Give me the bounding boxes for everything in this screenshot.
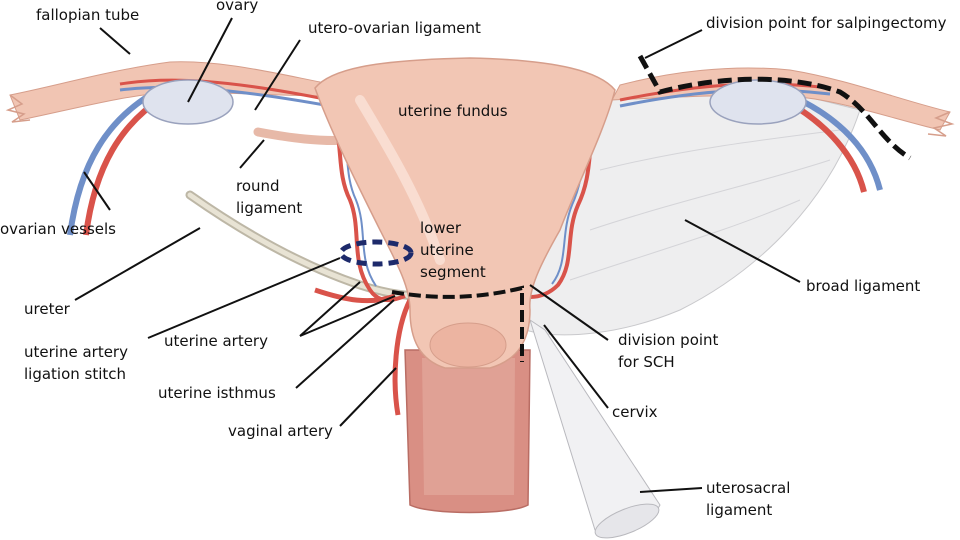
label-round-ligament-line1: round [236,177,280,195]
label-ligation-stitch-line1: uterine artery [24,343,128,361]
label-utero-ovarian-ligament: utero-ovarian ligament [308,19,481,37]
left-ovarian-vein [67,92,152,236]
label-lower-uterine-segment-line1: lower [420,219,462,237]
salpingectomy-division-line [637,54,912,161]
leader-cervix [543,324,609,409]
leader-uterine-artery-b [299,295,396,337]
leader-ovary [187,17,233,103]
leader-salpingectomy [644,29,703,59]
label-cervix: cervix [612,403,658,421]
right-ovary-shape [709,79,807,125]
left-fimbriae [5,94,31,123]
label-lower-uterine-segment-line3: segment [420,263,486,281]
vaginal-artery-shape [392,298,413,416]
ligation-stitch-ring [338,239,414,267]
leader-division-sch [529,284,609,341]
label-uterosacral-line2: ligament [706,501,773,519]
label-ovary: ovary [216,0,259,14]
right-ovarian-vein [798,97,883,191]
label-uterosacral-line1: uterosacral [706,479,791,497]
label-uterine-fundus: uterine fundus [398,102,508,120]
leader-vaginal-artery [339,367,397,427]
leader-broad-ligament [684,219,801,283]
vagina-inner [422,358,515,495]
leader-uterine-artery-a [299,281,361,337]
leader-uterosacral [639,487,703,493]
leader-uterine-isthmus [295,299,395,389]
leader-round-ligament [239,139,265,169]
label-lower-uterine-segment-line2: uterine [420,241,474,259]
label-division-point-sch-line1: division point [618,331,719,349]
label-ovarian-vessels: ovarian vessels [0,220,116,238]
uterosacral-ligament-end [594,503,660,539]
right-fimbriae [927,111,955,137]
leader-ovarian-vessels [83,171,111,211]
broad-ligament-fold [589,159,831,231]
label-ureter: ureter [24,300,70,318]
leader-ureter [74,227,201,301]
ureter-shape-highlight [187,192,428,299]
leader-ligation-stitch [147,257,341,339]
label-ligation-stitch-line2: ligation stitch [24,365,127,383]
sch-division-line [391,285,524,362]
label-division-point-sch-line2: for SCH [618,353,675,371]
leader-fallopian-tube [99,27,131,55]
uterus-highlight [355,95,445,265]
leader-lines [74,17,801,493]
leader-utero-ovarian [254,39,301,111]
label-division-point-salpingectomy: division point for salpingectomy [706,14,947,32]
label-uterine-isthmus: uterine isthmus [158,384,276,402]
uterus-body-shape [314,57,616,369]
label-fallopian-tube: fallopian tube [36,6,140,24]
cervix-os [429,322,507,368]
broad-ligament-fold [599,129,841,171]
label-round-ligament-line2: ligament [236,199,303,217]
label-uterine-artery: uterine artery [164,332,268,350]
broad-ligament-fold [569,199,801,281]
label-vaginal-artery: vaginal artery [228,422,333,440]
label-broad-ligament: broad ligament [806,277,921,295]
